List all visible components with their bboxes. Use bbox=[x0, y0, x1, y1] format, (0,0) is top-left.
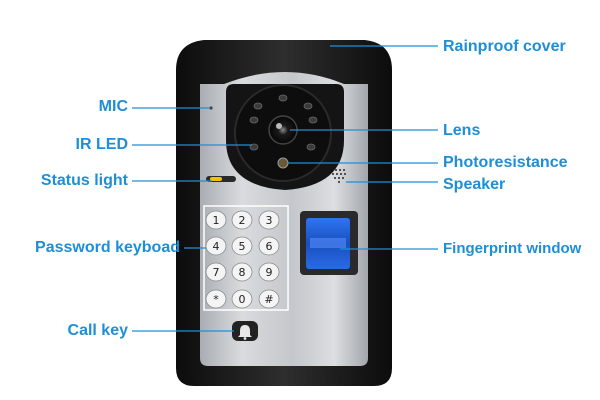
speaker-hole bbox=[337, 180, 341, 184]
speaker-hole bbox=[342, 168, 346, 172]
keypad-key-label: 7 bbox=[213, 266, 220, 279]
label-call-key: Call key bbox=[67, 322, 128, 339]
label-speaker: Speaker bbox=[443, 176, 506, 193]
keypad-key-label: 9 bbox=[266, 266, 273, 279]
ir-led bbox=[249, 116, 259, 124]
keypad-key-2[interactable] bbox=[258, 210, 280, 230]
label-status-light: Status light bbox=[40, 172, 128, 189]
keypad-key-label: 6 bbox=[266, 240, 273, 253]
keypad-key-9[interactable] bbox=[205, 289, 227, 309]
speaker-hole bbox=[341, 176, 345, 180]
speaker-hole bbox=[331, 172, 335, 176]
keypad-key-0[interactable] bbox=[205, 210, 227, 230]
keypad-key-label: 5 bbox=[239, 240, 246, 253]
label-photoresistance: Photoresistance bbox=[443, 154, 568, 171]
speaker-hole bbox=[334, 168, 338, 172]
speaker-grille-icon bbox=[331, 168, 347, 184]
label-ir-led: IR LED bbox=[75, 136, 128, 153]
password-keypad bbox=[203, 205, 289, 311]
ir-led bbox=[308, 116, 318, 124]
status-led bbox=[210, 177, 222, 181]
speaker-hole bbox=[338, 168, 342, 172]
ir-led bbox=[306, 143, 316, 151]
keypad-key-4[interactable] bbox=[231, 236, 253, 256]
keypad-key-11[interactable] bbox=[258, 289, 280, 309]
keypad-key-label: 0 bbox=[239, 293, 246, 306]
ir-led bbox=[278, 94, 288, 102]
label-rainproof-cover: Rainproof cover bbox=[443, 38, 566, 55]
lens-highlight bbox=[276, 123, 282, 129]
label-lens: Lens bbox=[443, 122, 481, 139]
ir-led bbox=[303, 102, 313, 110]
keypad-key-label: 4 bbox=[213, 240, 220, 253]
speaker-hole bbox=[333, 176, 337, 180]
fingerprint-reflection bbox=[310, 238, 346, 248]
keypad-key-label: 1 bbox=[213, 214, 220, 227]
keypad-key-label: 3 bbox=[266, 214, 273, 227]
mic-hole bbox=[209, 106, 213, 110]
label-mic: MIC bbox=[98, 98, 128, 115]
keypad-key-6[interactable] bbox=[205, 262, 227, 282]
keypad-key-label: 2 bbox=[239, 214, 246, 227]
bell-icon bbox=[238, 325, 252, 340]
ir-leds bbox=[249, 94, 318, 151]
keypad-key-5[interactable] bbox=[258, 236, 280, 256]
leader-lines bbox=[132, 45, 438, 332]
speaker-hole bbox=[335, 172, 339, 176]
keypad-key-label: * bbox=[213, 293, 219, 306]
keypad-key-label: 8 bbox=[239, 266, 246, 279]
label-fingerprint-window: Fingerprint window bbox=[443, 240, 582, 257]
speaker-hole bbox=[339, 172, 343, 176]
keypad-keys: 1 2 3 4 5 6 7 8 9 * 0 # bbox=[205, 210, 280, 309]
keypad-key-7[interactable] bbox=[231, 262, 253, 282]
keypad-key-1[interactable] bbox=[231, 210, 253, 230]
label-password-keyboad: Password keyboad bbox=[35, 239, 180, 256]
speaker-hole bbox=[337, 176, 341, 180]
photoresistor bbox=[277, 157, 289, 169]
ir-led bbox=[253, 102, 263, 110]
speaker-hole bbox=[343, 172, 347, 176]
keypad-key-label: # bbox=[264, 293, 273, 306]
keypad-key-10[interactable] bbox=[231, 289, 253, 309]
keypad-key-8[interactable] bbox=[258, 262, 280, 282]
keypad-key-3[interactable] bbox=[205, 236, 227, 256]
